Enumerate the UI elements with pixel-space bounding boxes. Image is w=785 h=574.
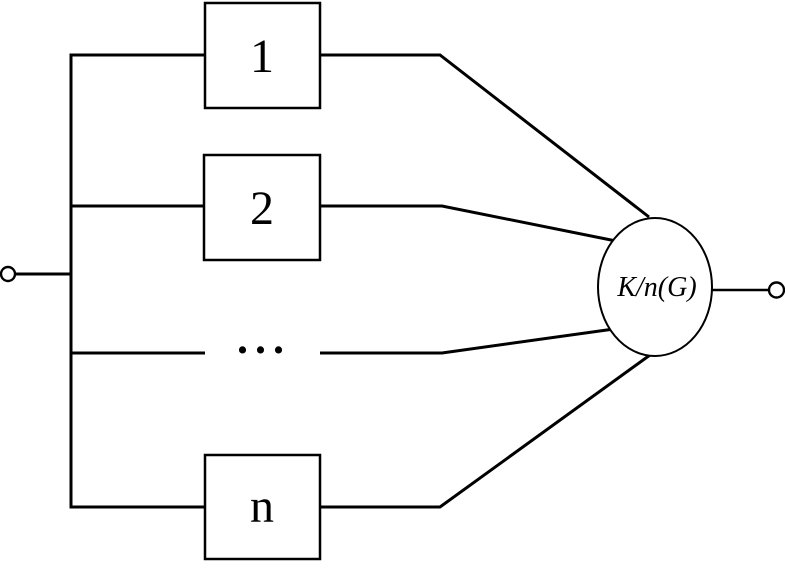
block-n-label: n xyxy=(250,480,274,533)
block-1-label: 1 xyxy=(250,30,274,83)
branch-ellipsis-label: ... xyxy=(237,314,291,363)
block-n xyxy=(203,453,322,561)
branch-n: n xyxy=(69,353,651,561)
branch-2-right-wire xyxy=(320,204,617,243)
branch-1-right-wire xyxy=(319,53,650,219)
block-2-label: 2 xyxy=(250,182,274,235)
voter: K/n(G) xyxy=(597,217,713,357)
branch-ellipsis-right-wire xyxy=(320,327,615,355)
branch-n-right-wire xyxy=(319,353,651,509)
output-terminal-icon xyxy=(767,281,785,299)
input-terminal-icon xyxy=(0,265,17,283)
branch-2: 2 xyxy=(69,153,617,262)
block-2 xyxy=(202,153,322,262)
block-1 xyxy=(203,1,322,110)
branch-1: 1 xyxy=(69,1,650,219)
voter-ellipse xyxy=(597,217,713,357)
branch-ellipsis: ... xyxy=(69,314,615,363)
voter-label: K/n(G) xyxy=(616,272,696,303)
